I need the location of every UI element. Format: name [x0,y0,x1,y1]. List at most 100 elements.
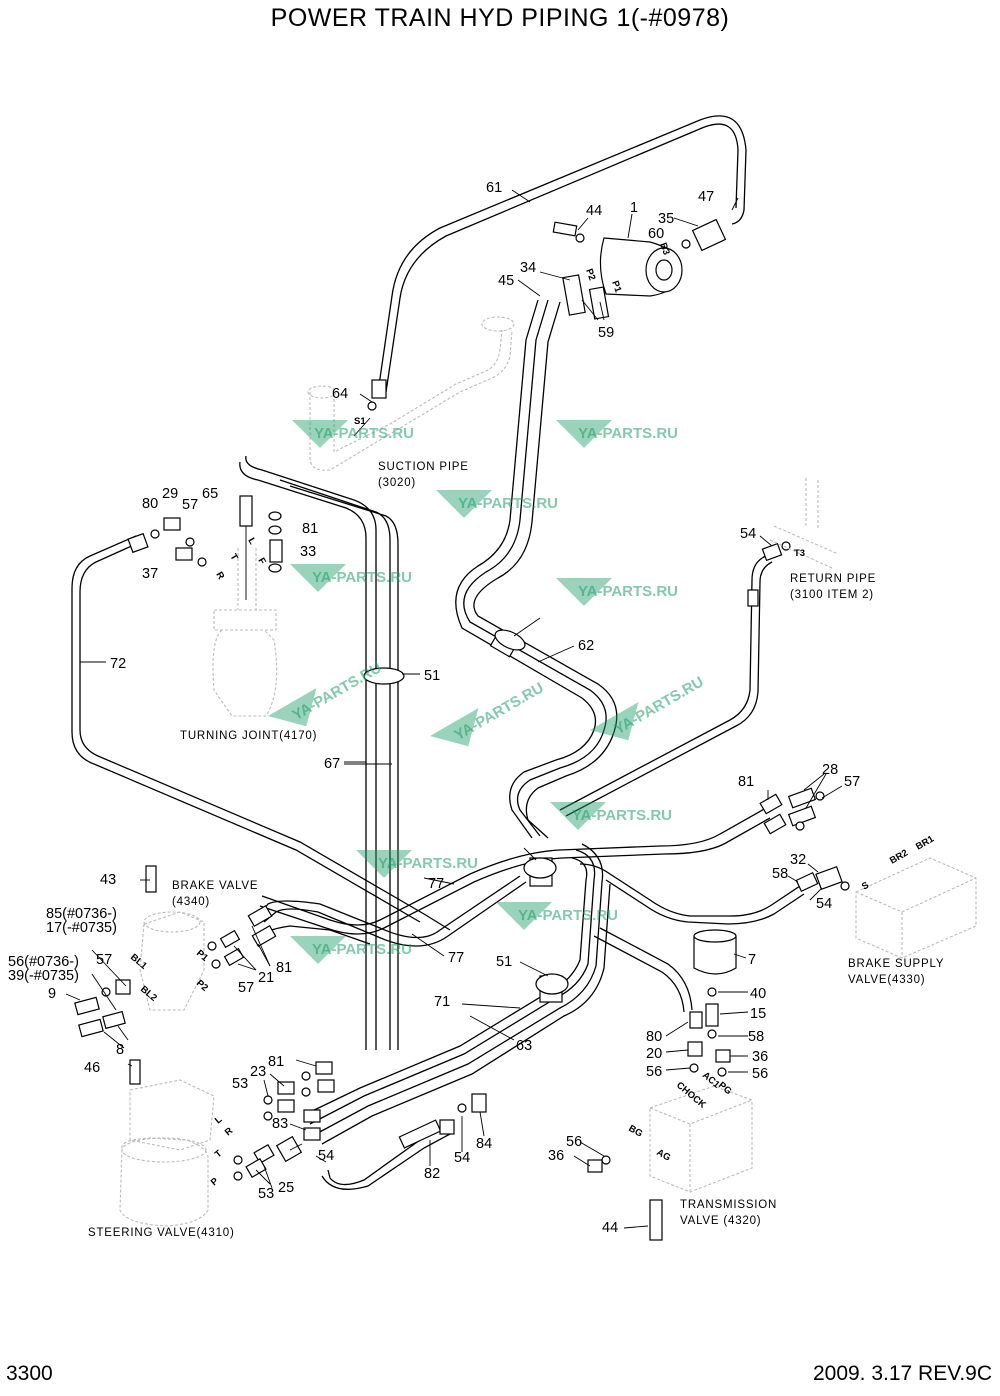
callout-44: 44 [586,203,602,219]
callout-57-right: 57 [844,774,860,790]
callout-72: 72 [110,656,126,672]
callout-25: 25 [278,1180,294,1196]
pipe-brake-supply [259,807,805,935]
port-l: L [245,536,258,547]
pipe-71-63 [305,843,611,1145]
steering-valve-body [119,1079,215,1227]
callout-40: 40 [750,986,766,1002]
port-ag: AG [655,1147,673,1164]
callout-81-sv: 81 [268,1054,284,1070]
watermark-text: YA-PARTS.RU [314,425,414,442]
callout-53-a: 53 [232,1076,248,1092]
port-br2: BR2 [888,848,910,867]
callout-67: 67 [324,756,340,772]
callout-54-return: 54 [740,526,756,542]
callout-28: 28 [822,762,838,778]
callout-77-a: 77 [428,876,444,892]
pipe-72 [71,535,451,931]
callout-45: 45 [498,273,514,289]
transmission-valve-ref: VALVE (4320) [680,1215,761,1227]
callout-77-b: 77 [448,950,464,966]
callout-54-sv: 54 [454,1150,470,1166]
callout-62: 62 [578,638,594,654]
callout-82: 82 [424,1166,440,1182]
callout-37: 37 [142,566,158,582]
port-p1-bv: P1 [194,948,211,964]
callout-33: 33 [300,544,316,560]
callout-56-dash: 56(#0736-) [8,954,79,970]
page-title: POWER TRAIN HYD PIPING 1(-#0978) [270,4,730,32]
suction-pipe-label: SUCTION PIPE [378,461,469,473]
callout-43: 43 [100,872,116,888]
callout-83: 83 [272,1116,288,1132]
revision-date: 2009. 3.17 REV.9C [812,1362,992,1385]
watermark-text: YA-PARTS.RU [312,569,412,586]
suction-pipe-outline [307,316,515,471]
pipe-61 [377,115,747,393]
callout-51-a: 51 [424,668,440,684]
brake-valve-label: BRAKE VALVE [172,880,258,892]
watermark-text: YA-PARTS.RU [378,855,478,872]
clamps-51 [363,629,569,995]
leader-lines [65,189,843,1229]
pipe-62 [455,299,618,839]
port-br1: BR1 [914,833,937,852]
watermarks: YA-PARTS.RU YA-PARTS.RU YA-PARTS.RU YA-P… [268,420,707,964]
callout-36-tv: 36 [752,1049,768,1065]
callout-36-tv2: 36 [548,1148,564,1164]
port-t-sv: T [213,1148,225,1160]
callout-65: 65 [202,486,218,502]
callout-81-right: 81 [738,774,754,790]
component-labels: SUCTION PIPE (3020) RETURN PIPE (3100 IT… [88,461,944,1239]
brake-supply-valve-body [855,857,977,959]
port-p2-bv: P2 [194,978,210,994]
callout-57-bv2: 57 [238,980,254,996]
port-bl2: BL2 [138,984,159,1004]
callout-39-dash: 39(-#0735) [8,968,79,984]
callout-54-right: 54 [816,896,832,912]
pump-1 [562,237,683,320]
watermark-text: YA-PARTS.RU [312,941,412,958]
callout-57-bv: 57 [96,952,112,968]
callout-1: 1 [630,200,638,216]
port-r: R [213,570,226,582]
pipe-return [559,555,773,817]
watermark-text: YA-PARTS.RU [572,807,672,824]
port-p1: P1 [609,279,624,294]
port-b3: B3 [657,241,671,256]
callout-59: 59 [598,325,614,341]
port-l-sv: L [213,1114,225,1126]
brake-supply-valve-ref: VALVE(4330) [848,974,925,986]
callout-47: 47 [698,189,714,205]
callout-63: 63 [516,1038,532,1054]
callout-8: 8 [116,1042,124,1058]
transmission-valve-label: TRANSMISSION [680,1199,777,1211]
watermark-text: YA-PARTS.RU [518,907,618,924]
return-pipe-label: RETURN PIPE [790,573,876,585]
port-p-sv: P [209,1175,221,1188]
callout-56-tv3: 56 [566,1134,582,1150]
brake-valve-body [139,911,205,1011]
callout-58-tv: 58 [748,1029,764,1045]
turning-joint-label: TURNING JOINT(4170) [180,730,317,742]
part-callouts: 61 1 44 47 35 60 34 45 59 64 80 29 65 81… [8,180,860,1236]
callout-51-c: 51 [496,954,512,970]
transmission-valve-body [649,1085,753,1193]
turning-joint [212,520,278,717]
callout-84: 84 [476,1136,492,1152]
callout-15: 15 [750,1006,766,1022]
brake-supply-valve-label: BRAKE SUPPLY [848,958,944,970]
port-bg: BG [627,1123,645,1140]
port-r-sv: R [223,1125,235,1138]
callout-46: 46 [84,1060,100,1076]
watermark-text: YA-PARTS.RU [290,659,385,724]
callout-35: 35 [658,211,674,227]
callout-60: 60 [648,226,664,242]
callout-53-b: 53 [258,1186,274,1202]
callout-7: 7 [748,952,756,968]
port-chock: CHOCK [674,1080,708,1111]
callout-80: 80 [142,496,158,512]
callout-34: 34 [520,260,536,276]
port-bl1: BL1 [128,952,149,972]
